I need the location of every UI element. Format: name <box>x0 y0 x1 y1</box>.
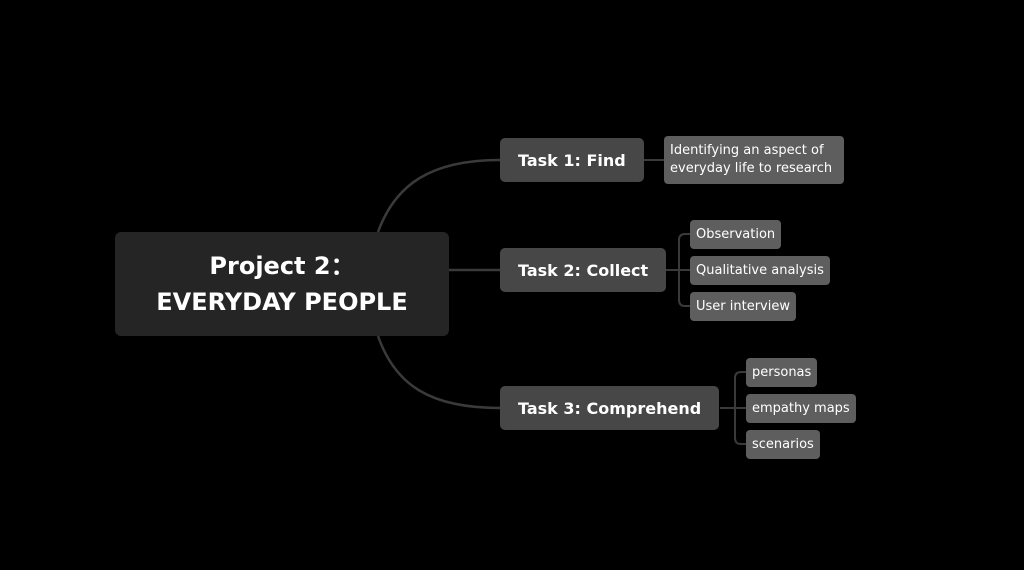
connector-task-2-leaves <box>664 233 690 307</box>
task-3-node[interactable]: Task 3: Comprehend <box>500 386 720 430</box>
task-1-node[interactable]: Task 1: Find <box>500 138 644 182</box>
task-2-leaf-user-interview[interactable]: User interview <box>690 292 796 321</box>
task-2-node[interactable]: Task 2: Collect <box>500 248 667 292</box>
connector-root-task-1 <box>376 158 501 233</box>
task-3-leaf-personas[interactable]: personas <box>746 358 818 387</box>
task-2-leaf-observation[interactable]: Observation <box>690 220 782 249</box>
root-title-line-1: Project 2： <box>209 252 355 280</box>
task-3-leaf-empathy-maps[interactable]: empathy maps <box>746 394 856 423</box>
root-topic[interactable]: Project 2： EVERYDAY PEOPLE <box>115 232 449 336</box>
task-3-leaf-scenarios[interactable]: scenarios <box>746 430 820 459</box>
connector-root-task-3 <box>376 335 501 410</box>
root-title-line-2: EVERYDAY PEOPLE <box>156 288 408 316</box>
connector-task-3-leaves <box>720 371 746 445</box>
task-2-leaf-qualitative-analysis[interactable]: Qualitative analysis <box>690 256 830 285</box>
task-1-leaf-research-aspect[interactable]: Identifying an aspect of everyday life t… <box>664 136 844 184</box>
